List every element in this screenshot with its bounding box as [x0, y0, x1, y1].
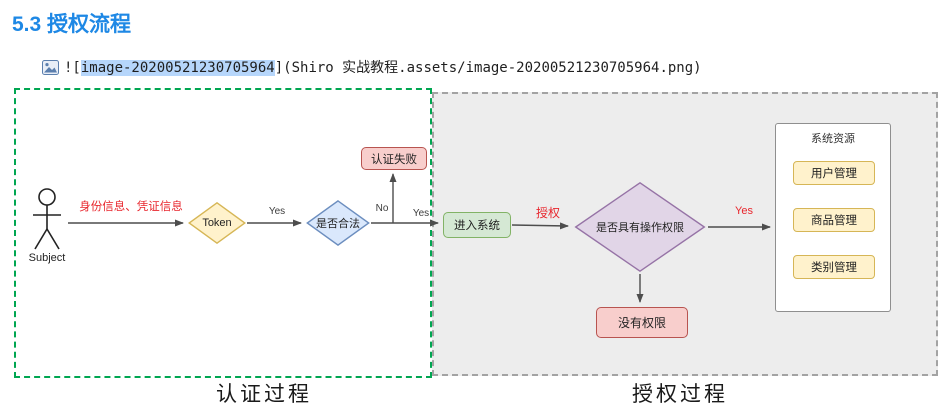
yes-label-2: Yes: [412, 208, 430, 219]
markdown-image-line[interactable]: ![image-20200521230705964](Shiro 实战教程.as…: [42, 57, 702, 77]
image-icon: [42, 59, 59, 75]
yes-label-3: Yes: [735, 205, 753, 217]
resource-item-product-mgmt: 商品管理: [793, 208, 875, 232]
actor-label: Subject: [28, 252, 66, 264]
is-valid-diamond-label: 是否合法: [316, 218, 360, 230]
no-permission-box: 没有权限: [596, 307, 688, 338]
credential-info-label: 身份信息、凭证信息: [79, 201, 183, 213]
has-permission-diamond-label: 是否具有操作权限: [596, 222, 684, 234]
enter-system-box: 进入系统: [443, 212, 511, 238]
system-resources-panel: 系统资源 用户管理 商品管理 类别管理: [775, 123, 891, 312]
token-diamond: Token: [188, 202, 246, 244]
md-selected-text: image-20200521230705964: [80, 60, 275, 76]
resource-item-user-mgmt: 用户管理: [793, 161, 875, 185]
is-valid-diamond: 是否合法: [306, 200, 370, 246]
resource-item-category-mgmt: 类别管理: [793, 255, 875, 279]
markdown-source: ![image-20200521230705964](Shiro 实战教程.as…: [64, 57, 702, 77]
flow-diagram-image: Subject 身份信息、凭证信息 Token Yes 是否合法 No Yes …: [14, 86, 938, 408]
md-suffix: ](Shiro 实战教程.assets/image-20200521230705…: [274, 60, 702, 76]
no-label: No: [375, 203, 389, 214]
system-resources-title: 系统资源: [811, 133, 855, 145]
yes-label-1: Yes: [268, 206, 286, 217]
authorization-section-label: 授权过程: [632, 383, 728, 406]
authentication-section-label: 认证过程: [216, 383, 312, 406]
md-prefix: ![: [64, 60, 81, 76]
has-permission-diamond: 是否具有操作权限: [573, 181, 707, 273]
auth-fail-box: 认证失败: [361, 147, 427, 170]
page-title: 5.3 授权流程: [12, 13, 132, 36]
authorize-arrow-label: 授权: [535, 206, 560, 220]
token-diamond-label: Token: [202, 217, 232, 229]
